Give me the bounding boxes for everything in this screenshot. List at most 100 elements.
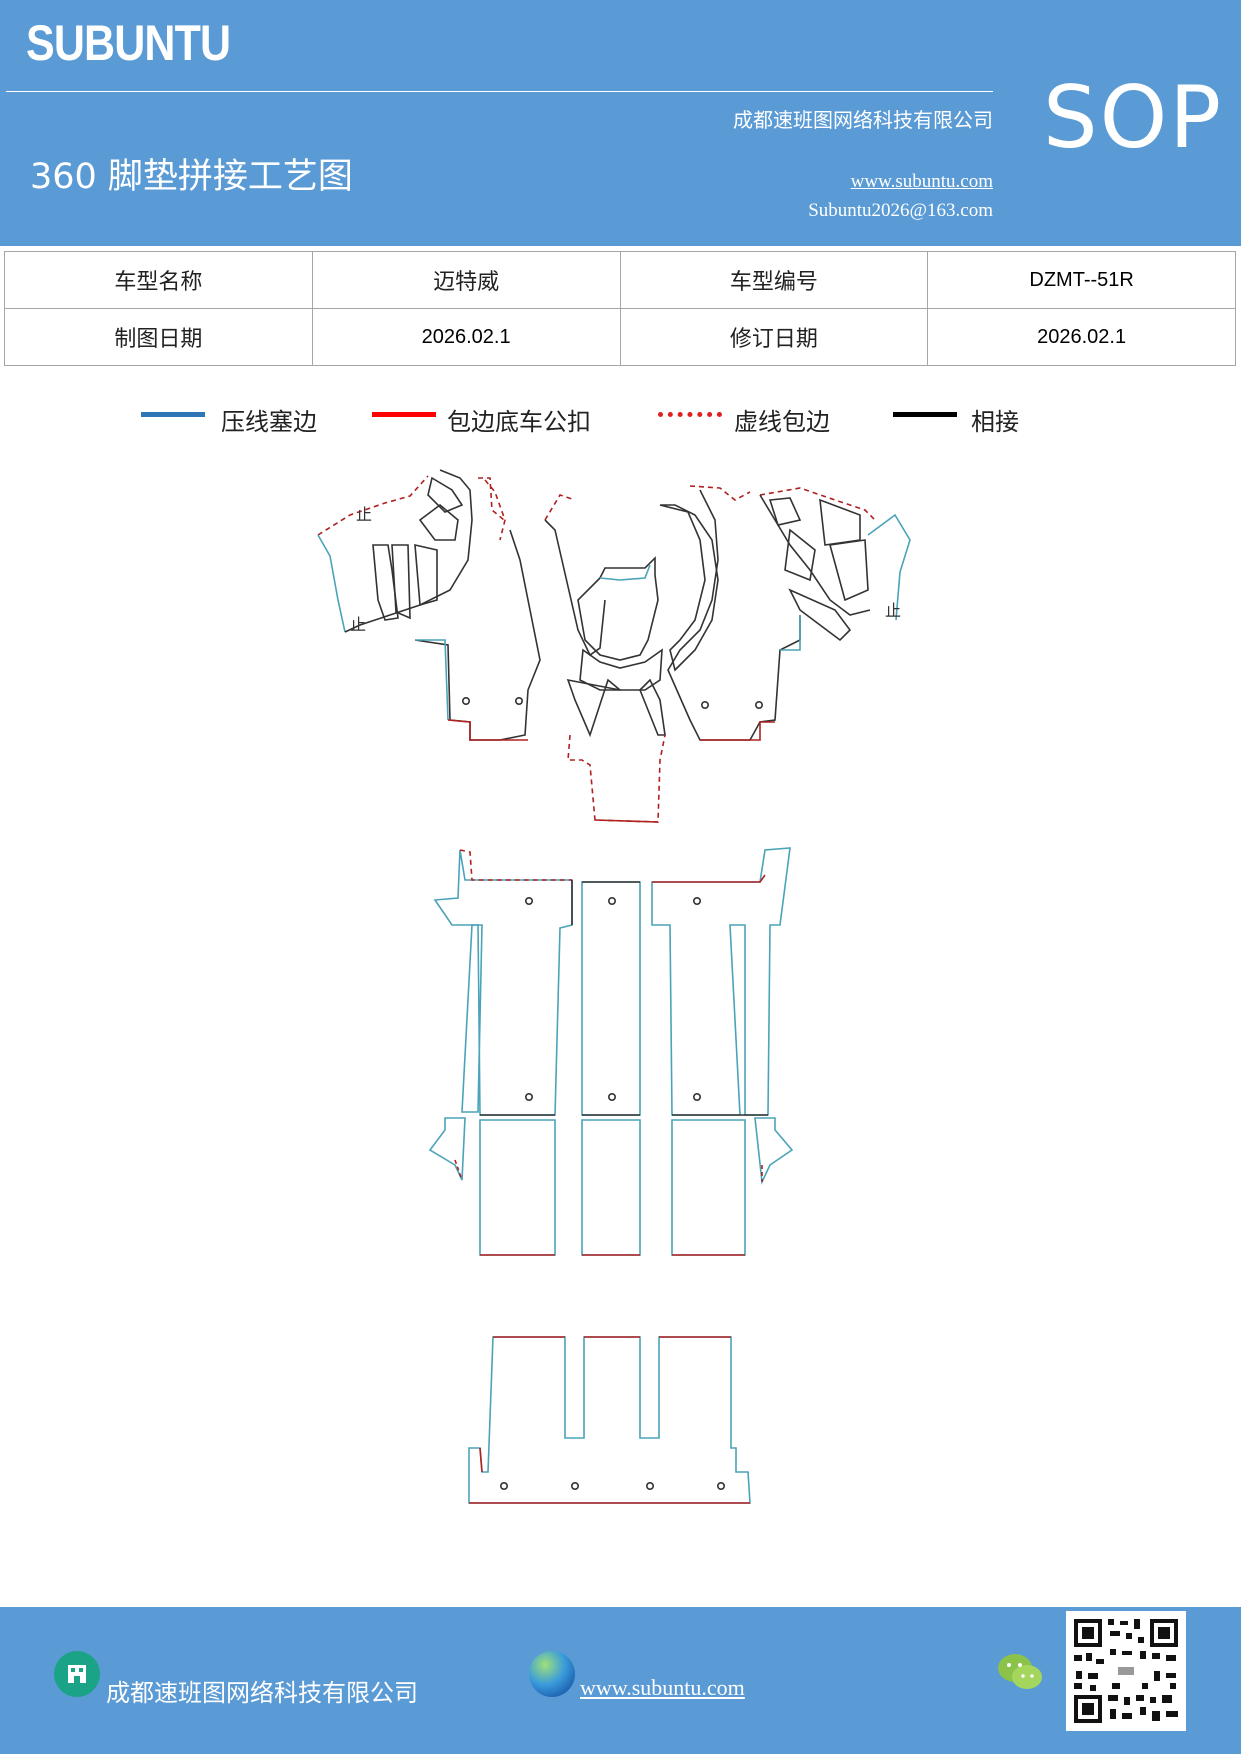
middle-left-main-panel	[433, 849, 573, 1116]
front-left-dashed-inner	[478, 477, 505, 521]
mount-hole	[754, 700, 763, 709]
console-right-arm	[659, 504, 719, 672]
building-icon	[54, 1651, 100, 1697]
company-name: 成都速班图网络科技有限公司	[733, 108, 993, 132]
front-left-press-line	[415, 639, 449, 721]
wechat-icon	[998, 1654, 1042, 1689]
footer-company-name: 成都速班图网络科技有限公司	[106, 1679, 418, 1707]
front-left-panel-4	[418, 503, 459, 541]
label-model-name: 车型名称	[4, 251, 313, 309]
label-draw-date: 制图日期	[4, 308, 313, 366]
legend-swatch	[372, 412, 436, 417]
front-right-panel-3	[828, 539, 869, 602]
label-model-code: 车型编号	[619, 251, 929, 309]
email-address: Subuntu2026@163.com	[808, 200, 993, 221]
front-right-panel-4	[788, 588, 852, 642]
console-press-edge	[599, 564, 651, 581]
front-right-panel-2	[784, 528, 816, 582]
front-right-panel-1	[819, 498, 861, 546]
middle-right-main-panel	[651, 847, 791, 1116]
middle-mat-group	[428, 847, 794, 1256]
front-left-panel-2	[391, 544, 411, 620]
front-left-floor-outline	[414, 529, 541, 741]
console-edge-bottom	[594, 819, 659, 823]
header: SUBUNTU 成都速班图网络科技有限公司 360 脚垫拼接工艺图 www.su…	[0, 0, 1241, 246]
middle-lower-right-wing	[754, 1117, 794, 1185]
mount-hole	[524, 1093, 533, 1102]
rear-panel	[468, 1336, 751, 1504]
legend-label: 压线塞边	[221, 408, 317, 436]
front-left-dashed-edge	[317, 475, 429, 536]
table-row: 车型名称 迈特威 车型编号 DZMT--51R	[4, 251, 1236, 309]
mount-hole	[607, 1093, 616, 1102]
mount-hole	[716, 1482, 725, 1491]
doc-type-label: SOP	[1043, 68, 1224, 168]
legend-swatch	[141, 412, 205, 417]
middle-lower-left-dashed	[454, 1159, 463, 1181]
front-right-panel-5	[768, 497, 802, 526]
middle-center-panel	[581, 881, 641, 1116]
table-row: 制图日期 2026.02.1 修订日期 2026.02.1	[4, 308, 1236, 366]
mount-hole	[524, 896, 533, 905]
front-right-dashed-edge-2	[689, 485, 751, 501]
footer-website-link[interactable]: www.subuntu.com	[580, 1675, 745, 1700]
front-left-panel-3	[414, 543, 438, 607]
middle-center-join	[582, 881, 640, 1116]
value-draw-date: 2026.02.1	[311, 308, 621, 366]
front-right-floor-outline	[667, 489, 801, 741]
mount-hole	[570, 1482, 579, 1491]
website-link[interactable]: www.subuntu.com	[850, 171, 993, 192]
legend-label: 虚线包边	[734, 408, 830, 436]
mount-hole	[514, 696, 523, 705]
mat-pattern-drawing: 止 止 止	[317, 469, 911, 1504]
value-revise-date: 2026.02.1	[927, 308, 1236, 366]
console-lower-right	[639, 678, 666, 736]
value-model-code: DZMT--51R	[927, 251, 1236, 309]
stop-mark: 止	[350, 615, 366, 634]
middle-right-edge-top	[652, 874, 766, 883]
front-left-panel-5	[427, 476, 464, 513]
middle-lower-panel-1	[479, 1119, 556, 1256]
rear-mat-group	[468, 1336, 751, 1504]
middle-left-join	[480, 880, 573, 1116]
rear-panel-edges	[469, 1336, 750, 1504]
front-left-press-edge	[317, 534, 346, 633]
brand-logo: SUBUNTU	[26, 15, 231, 71]
front-left-edge-line	[447, 719, 528, 741]
front-right-press-edge	[867, 513, 911, 621]
mount-hole	[461, 696, 470, 705]
stop-mark: 止	[885, 601, 901, 620]
legend-label: 包边底车公扣	[447, 408, 591, 436]
value-model-name: 迈特威	[311, 251, 621, 309]
front-right-dashed-edge	[759, 487, 876, 521]
front-right-join-line	[759, 494, 871, 616]
front-right-edge-line	[700, 721, 775, 741]
rear-left-edge-notch	[479, 1447, 483, 1473]
front-mid-dashed-edge	[484, 479, 506, 541]
header-divider	[6, 91, 993, 92]
mount-hole	[645, 1482, 654, 1491]
stop-mark: 止	[356, 505, 372, 524]
mount-hole	[499, 1482, 508, 1491]
mount-hole	[607, 896, 616, 905]
front-left-join-line	[344, 469, 473, 633]
legend-label: 相接	[971, 408, 1019, 436]
middle-left-dashed-top	[459, 849, 572, 881]
vehicle-info-table: 车型名称 迈特威 车型编号 DZMT--51R 制图日期 2026.02.1 修…	[4, 251, 1236, 366]
mount-hole	[692, 1093, 701, 1102]
qr-code	[1066, 1611, 1186, 1731]
console-dashed-skirt	[567, 734, 666, 823]
page-title: 360 脚垫拼接工艺图	[30, 157, 353, 197]
console-left-outline	[544, 519, 606, 657]
legend-swatch	[893, 412, 957, 417]
mount-hole	[700, 700, 709, 709]
globe-icon	[529, 1651, 575, 1697]
middle-left-strip	[461, 924, 483, 1113]
middle-lower-panel-3	[671, 1119, 746, 1256]
legend-swatch	[658, 412, 722, 417]
front-left-panel-1	[372, 544, 399, 621]
footer: 成都速班图网络科技有限公司 www.subuntu.com	[0, 1607, 1241, 1754]
console-core	[577, 556, 659, 661]
front-right-press-line	[780, 615, 801, 651]
label-revise-date: 修订日期	[619, 308, 929, 366]
